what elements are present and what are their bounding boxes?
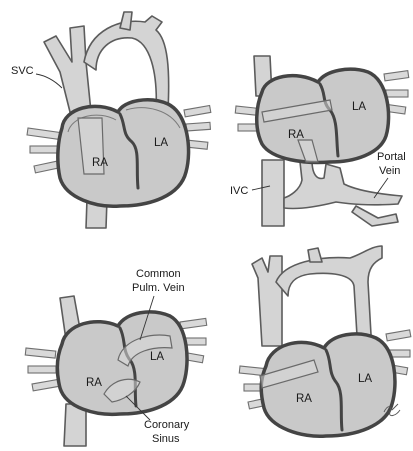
la-label: LA xyxy=(358,373,372,385)
arch-branch xyxy=(308,248,322,262)
pulm-vein-stub xyxy=(180,318,207,329)
pulm-vein-stub xyxy=(186,122,210,131)
svc-vessel xyxy=(252,256,282,346)
pulm-vein-stub xyxy=(32,379,59,390)
common-pulm-vein-label-line2: Pulm. Vein xyxy=(132,282,185,294)
ra-label: RA xyxy=(296,393,312,405)
ivc-label: IVC xyxy=(230,185,248,197)
coronary-sinus-label-line2: Sinus xyxy=(152,433,180,445)
la-label: LA xyxy=(150,351,164,363)
ra-label: RA xyxy=(86,377,102,389)
portal-vein-branch xyxy=(352,206,398,226)
pulm-vein-stub xyxy=(27,128,60,139)
pulm-vein-stub xyxy=(28,366,56,373)
pulm-vein-stub xyxy=(30,146,60,153)
pulm-vein-stub xyxy=(184,105,211,116)
svc-leader-line xyxy=(36,74,62,88)
ivc-vessel xyxy=(262,160,284,226)
arch-branch xyxy=(120,12,132,30)
ra-label: RA xyxy=(288,129,304,141)
ra-label: RA xyxy=(92,157,108,169)
pulm-vein-stub xyxy=(384,71,409,81)
la-label: LA xyxy=(352,101,366,113)
heart-atria xyxy=(261,334,395,436)
pulm-vein-stub xyxy=(386,330,411,341)
panel-bottom-right: RA LA xyxy=(239,246,411,436)
panel-bottom-left: RA LA Common Pulm. Vein Coronary Sinus xyxy=(25,268,206,446)
coronary-sinus-label-line1: Coronary xyxy=(144,419,190,431)
pulm-vein-stub xyxy=(25,348,56,358)
la-label: LA xyxy=(154,137,168,149)
portal-vein-label-line1: Portal xyxy=(377,151,406,163)
svc-label: SVC xyxy=(11,65,34,77)
portal-vein-label-line2: Vein xyxy=(379,165,400,177)
panel-top-left: RA LA SVC xyxy=(11,12,211,228)
vertical-vein-arch xyxy=(84,16,169,112)
panel-top-right: RA LA IVC Portal Vein xyxy=(230,56,409,226)
common-pulm-vein-label-line1: Common xyxy=(136,268,181,280)
pulm-vein-stub xyxy=(386,90,408,97)
